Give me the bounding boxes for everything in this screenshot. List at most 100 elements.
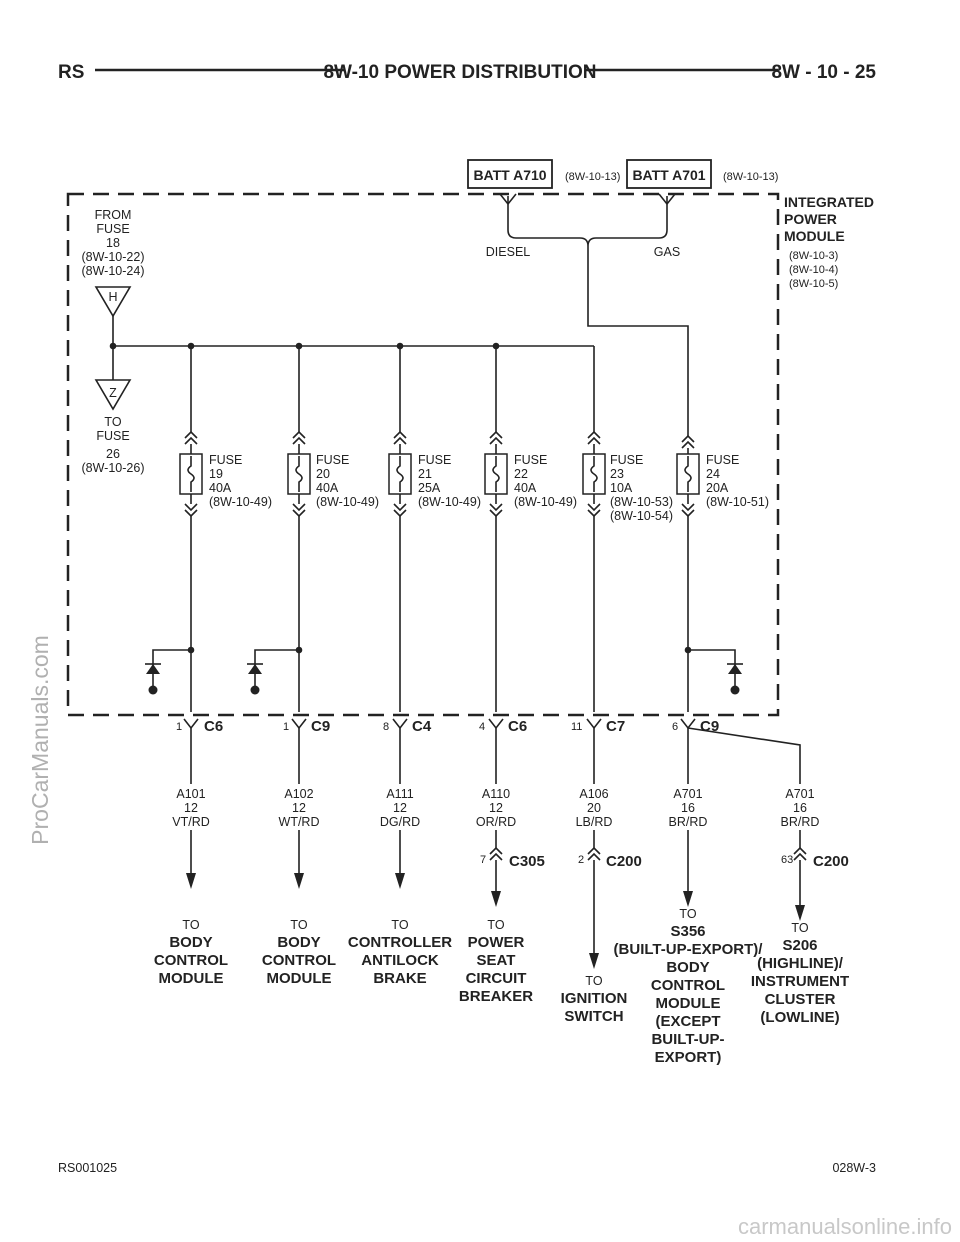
- svg-text:24: 24: [706, 467, 720, 481]
- ipm-boundary: [66, 192, 780, 717]
- svg-text:25A: 25A: [418, 481, 441, 495]
- inline-connectors: 7 C305 2 C200 63 C200: [480, 846, 849, 955]
- svg-text:BR/RD: BR/RD: [669, 815, 708, 829]
- header: RS 8W-10 POWER DISTRIBUTION 8W - 10 - 25: [58, 62, 876, 83]
- svg-text:A101: A101: [176, 787, 205, 801]
- svg-text:11: 11: [571, 721, 582, 733]
- svg-text:INSTRUMENT: INSTRUMENT: [751, 973, 849, 990]
- svg-text:26: 26: [106, 447, 120, 461]
- footer-right: 028W-3: [832, 1161, 876, 1175]
- svg-text:C7: C7: [606, 718, 625, 735]
- svg-text:FUSE: FUSE: [209, 453, 242, 467]
- svg-text:TO: TO: [290, 918, 307, 932]
- svg-text:(EXCEPT: (EXCEPT: [655, 1013, 720, 1030]
- inline-c305: 7 C305: [480, 846, 545, 893]
- diesel-label: DIESEL: [486, 245, 531, 259]
- svg-text:(8W-10-49): (8W-10-49): [418, 495, 481, 509]
- svg-text:C200: C200: [606, 853, 642, 870]
- svg-text:(8W-10-22): (8W-10-22): [82, 250, 145, 264]
- svg-text:7: 7: [480, 854, 486, 866]
- svg-text:S206: S206: [782, 937, 817, 954]
- inline-c200-b: 63 C200: [781, 846, 849, 907]
- svg-text:(8W-10-51): (8W-10-51): [706, 495, 769, 509]
- svg-text:C9: C9: [311, 718, 330, 735]
- svg-text:FUSE: FUSE: [418, 453, 451, 467]
- svg-text:C9: C9: [700, 718, 719, 735]
- svg-text:BREAKER: BREAKER: [459, 988, 533, 1005]
- fuse-21: FUSE 21 25A (8W-10-49): [388, 342, 481, 712]
- svg-text:C6: C6: [204, 718, 223, 735]
- svg-text:(HIGHLINE)/: (HIGHLINE)/: [757, 955, 844, 972]
- svg-text:40A: 40A: [209, 481, 232, 495]
- destination-4: TO POWER SEAT CIRCUIT BREAKER: [459, 918, 533, 1005]
- svg-text:MODULE: MODULE: [267, 970, 332, 987]
- svg-text:4: 4: [479, 721, 485, 733]
- batt-a701-label: BATT A701: [632, 167, 705, 183]
- svg-text:19: 19: [209, 467, 223, 481]
- svg-text:CONTROL: CONTROL: [154, 952, 228, 969]
- svg-text:TO: TO: [182, 918, 199, 932]
- svg-text:23: 23: [610, 467, 624, 481]
- svg-text:1: 1: [283, 721, 289, 733]
- svg-text:CONTROL: CONTROL: [262, 952, 336, 969]
- svg-text:A701: A701: [673, 787, 702, 801]
- svg-text:OR/RD: OR/RD: [476, 815, 516, 829]
- svg-text:WT/RD: WT/RD: [279, 815, 320, 829]
- svg-text:CLUSTER: CLUSTER: [765, 991, 836, 1008]
- svg-text:10A: 10A: [610, 481, 633, 495]
- gas-label: GAS: [654, 245, 680, 259]
- svg-text:(LOWLINE): (LOWLINE): [760, 1009, 839, 1026]
- svg-text:FUSE: FUSE: [96, 429, 129, 443]
- svg-text:12: 12: [184, 801, 198, 815]
- svg-text:BODY: BODY: [169, 934, 212, 951]
- svg-text:(8W-10-26): (8W-10-26): [82, 461, 145, 475]
- footer-left: RS001025: [58, 1161, 117, 1175]
- svg-text:18: 18: [106, 236, 120, 250]
- svg-text:FUSE: FUSE: [610, 453, 643, 467]
- watermark-side: ProCarManuals.com: [27, 635, 53, 845]
- svg-text:C4: C4: [412, 718, 432, 735]
- svg-text:BUILT-UP-: BUILT-UP-: [651, 1031, 724, 1048]
- svg-text:TO: TO: [679, 907, 696, 921]
- svg-text:SWITCH: SWITCH: [564, 1008, 623, 1025]
- inline-c200-a: 2 C200: [578, 846, 642, 955]
- wire-labels: A101 12 VT/RD A102 12 WT/RD A111 12 DG/R…: [168, 784, 825, 830]
- svg-text:(8W-10-5): (8W-10-5): [789, 278, 838, 290]
- watermark-bottom: carmanualsonline.info: [738, 1214, 952, 1239]
- svg-text:12: 12: [292, 801, 306, 815]
- batt-a701: BATT A701 (8W-10-13): [626, 159, 778, 189]
- svg-text:2: 2: [578, 854, 584, 866]
- svg-text:16: 16: [793, 801, 807, 815]
- svg-text:CONTROL: CONTROL: [651, 977, 725, 994]
- svg-text:MODULE: MODULE: [159, 970, 224, 987]
- svg-text:TO: TO: [104, 415, 121, 429]
- svg-text:SEAT: SEAT: [477, 952, 516, 969]
- batt-a701-ref: (8W-10-13): [723, 171, 778, 183]
- svg-text:CONTROLLER: CONTROLLER: [348, 934, 452, 951]
- header-left: RS: [58, 62, 84, 83]
- destination-1: TO BODY CONTROL MODULE: [154, 918, 228, 987]
- svg-text:20: 20: [587, 801, 601, 815]
- svg-text:ANTILOCK: ANTILOCK: [361, 952, 439, 969]
- svg-text:40A: 40A: [316, 481, 339, 495]
- svg-text:(8W-10-49): (8W-10-49): [316, 495, 379, 509]
- diode-1: [145, 646, 195, 695]
- svg-text:(8W-10-4): (8W-10-4): [789, 264, 838, 276]
- ipm-title: INTEGRATED POWER MODULE (8W-10-3) (8W-10…: [784, 194, 874, 290]
- svg-text:63: 63: [781, 854, 793, 866]
- svg-text:FUSE: FUSE: [316, 453, 349, 467]
- svg-text:DG/RD: DG/RD: [380, 815, 420, 829]
- svg-text:A701: A701: [785, 787, 814, 801]
- svg-text:12: 12: [489, 801, 503, 815]
- svg-text:BR/RD: BR/RD: [781, 815, 820, 829]
- svg-text:TO: TO: [391, 918, 408, 932]
- svg-text:21: 21: [418, 467, 432, 481]
- svg-text:TO: TO: [487, 918, 504, 932]
- svg-text:22: 22: [514, 467, 528, 481]
- svg-text:(8W-10-54): (8W-10-54): [610, 509, 673, 523]
- svg-text:(8W-10-3): (8W-10-3): [789, 250, 838, 262]
- svg-text:A110: A110: [482, 787, 510, 801]
- svg-text:1: 1: [176, 721, 182, 733]
- svg-text:A106: A106: [579, 787, 608, 801]
